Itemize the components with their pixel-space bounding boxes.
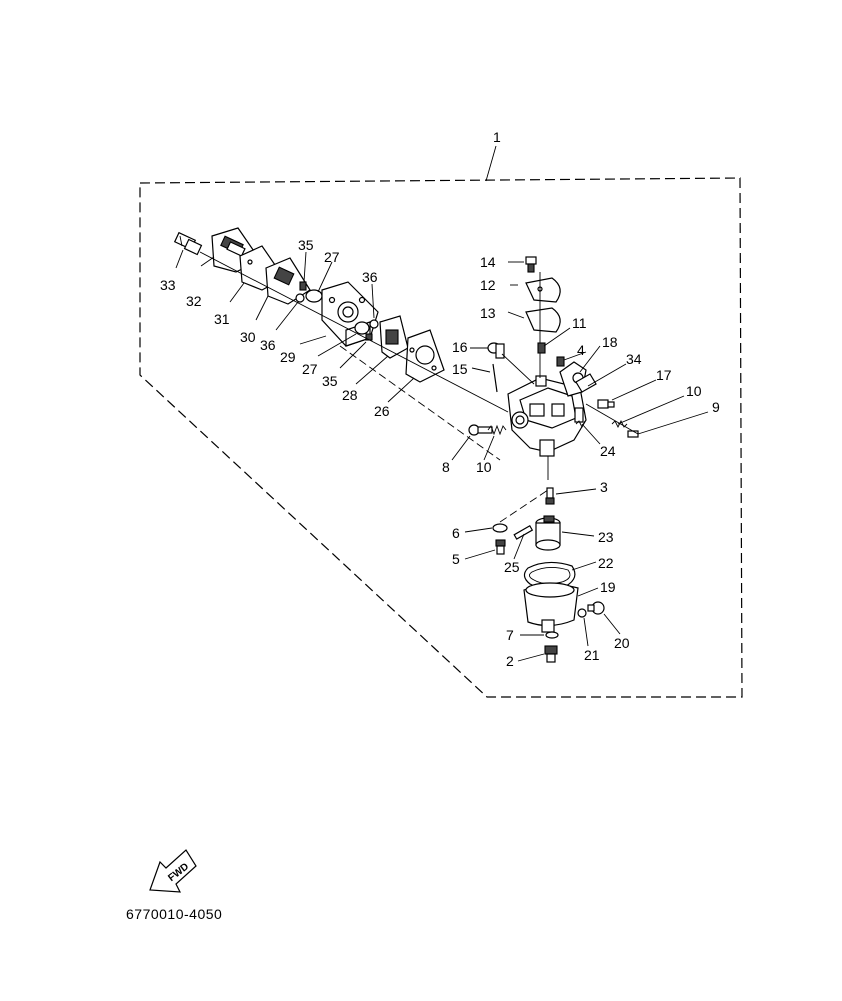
part-28-diaphragm (379, 315, 409, 359)
label-21: 21 (584, 647, 600, 663)
part-5-screw (495, 539, 506, 555)
part-8-pilot-screw (468, 424, 493, 436)
part-10-spring (487, 424, 507, 436)
label-31: 31 (214, 311, 230, 327)
label-27-bottom: 27 (302, 361, 318, 377)
label-9: 9 (712, 399, 720, 415)
part-13-gasket (525, 307, 561, 333)
part-36-screw-right (369, 319, 379, 329)
label-24: 24 (600, 443, 616, 459)
label-34: 34 (626, 351, 642, 367)
part-33-nipple (173, 231, 203, 256)
label-27-top: 27 (324, 249, 340, 265)
part-17-screw (597, 399, 615, 409)
callout-labels: 1 33 32 31 30 36 29 27 35 28 26 35 27 36… (160, 129, 720, 669)
label-11: 11 (572, 315, 587, 331)
label-18: 18 (602, 334, 618, 350)
part-14-screw (525, 256, 537, 273)
part-23-float (535, 515, 561, 551)
part-7-gasket (545, 631, 559, 639)
part-27-valve-lower (354, 321, 373, 341)
part-26-gasket (405, 329, 445, 383)
label-19: 19 (600, 579, 616, 595)
label-36-right: 36 (362, 269, 378, 285)
label-17: 17 (656, 367, 672, 383)
part-2-drain-screw (544, 645, 558, 663)
label-25: 25 (504, 559, 520, 575)
part-12-cover (525, 277, 561, 303)
label-36-left: 36 (260, 337, 276, 353)
label-16: 16 (452, 339, 468, 355)
label-32: 32 (186, 293, 202, 309)
part-25-pin (513, 524, 534, 540)
part-carburetor-body (507, 361, 587, 457)
label-4: 4 (577, 342, 585, 358)
label-1: 1 (493, 129, 501, 145)
part-3-main-jet (545, 487, 555, 505)
assembly-leader (485, 145, 497, 182)
part-35-screw (299, 281, 307, 291)
part-34-lever (575, 373, 597, 393)
part-21-washer (577, 608, 587, 618)
label-20: 20 (614, 635, 630, 651)
part-36-screw (295, 293, 305, 303)
label-28: 28 (342, 387, 358, 403)
label-35-top: 35 (298, 237, 314, 253)
part-6-washer (492, 523, 508, 533)
label-2: 2 (506, 653, 514, 669)
label-26: 26 (374, 403, 390, 419)
label-10-left: 10 (476, 459, 492, 475)
label-10-right: 10 (686, 383, 702, 399)
part-15-hose (492, 363, 498, 393)
label-35-bottom: 35 (322, 373, 338, 389)
label-29: 29 (280, 349, 296, 365)
part-4-pilot-jet (556, 356, 565, 367)
label-12: 12 (480, 277, 496, 293)
leader-lines (175, 249, 709, 662)
fwd-arrow-icon: FWD (149, 849, 197, 893)
label-8: 8 (442, 459, 450, 475)
label-3: 3 (600, 479, 608, 495)
part-24-needle-valve (574, 407, 586, 429)
label-30: 30 (240, 329, 256, 345)
label-14: 14 (480, 254, 496, 270)
label-13: 13 (480, 305, 496, 321)
label-15: 15 (452, 361, 468, 377)
part-9-throttle-stop-screw (627, 430, 639, 438)
label-6: 6 (452, 525, 460, 541)
assembly-boundary (139, 177, 743, 698)
label-22: 22 (598, 555, 614, 571)
label-33: 33 (160, 277, 176, 293)
label-7: 7 (506, 627, 514, 643)
label-5: 5 (452, 551, 460, 567)
part-20-screw (587, 601, 605, 615)
part-19-float-chamber (523, 582, 579, 633)
catalog-number: 6770010-4050 (126, 906, 223, 922)
part-27-valve (305, 289, 323, 303)
part-16-joint (487, 342, 505, 359)
label-23: 23 (598, 529, 614, 545)
part-11-screw (537, 342, 546, 354)
